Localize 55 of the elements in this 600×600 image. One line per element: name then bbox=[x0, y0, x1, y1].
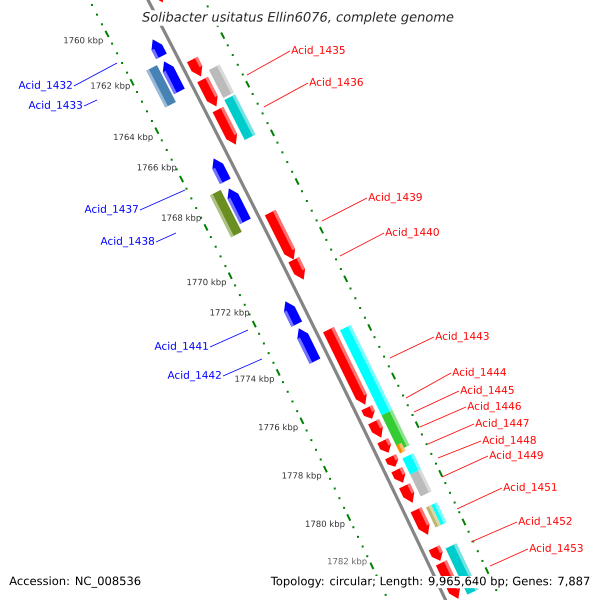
genome-summary: Topology: circular; Length: 9,965,640 bp; Genes: 7,887 bbox=[270, 576, 591, 588]
leader-line bbox=[414, 390, 460, 412]
leader-line bbox=[222, 358, 262, 376]
gene-label: Acid_1445 bbox=[460, 386, 514, 396]
gene-label: Acid_1443 bbox=[435, 332, 489, 342]
gene-label: Acid_1438 bbox=[100, 236, 154, 248]
leader-line bbox=[74, 62, 118, 86]
leader-line bbox=[470, 522, 518, 542]
scale-label: 1760 kbp bbox=[64, 36, 103, 46]
gene-label: Acid_1451 bbox=[503, 482, 557, 494]
gene-label: Acid_1440 bbox=[385, 228, 439, 238]
scale-label: 1774 kbp bbox=[235, 375, 274, 384]
gene-label: Acid_1436 bbox=[309, 78, 363, 88]
leader-line bbox=[140, 190, 186, 210]
leader-line bbox=[406, 372, 452, 398]
scale-label: 1778 kbp bbox=[282, 472, 322, 480]
leader-line bbox=[390, 336, 434, 358]
gene-label: Acid_1448 bbox=[482, 436, 536, 446]
gene-label: Acid_1453 bbox=[529, 544, 583, 554]
leader-line bbox=[84, 100, 98, 106]
scale-label: 1766 kbp bbox=[138, 164, 176, 172]
leader-line bbox=[322, 198, 368, 222]
gene-label: Acid_1452 bbox=[518, 516, 572, 528]
gene-label: Acid_1449 bbox=[489, 450, 543, 462]
leader-line bbox=[340, 232, 384, 256]
scale-label: 1780 kbp bbox=[306, 520, 345, 529]
title: Solibacter usitatus Ellin6076, complete genome bbox=[140, 10, 456, 26]
gene-label: Acid_1435 bbox=[291, 46, 345, 56]
accession-note: Accession: NC_008536 bbox=[9, 576, 140, 588]
gene-label: Acid_1441 bbox=[154, 342, 208, 352]
leader-line bbox=[246, 50, 290, 76]
scale-label: 1782 kbp bbox=[328, 558, 367, 566]
leader-line bbox=[490, 548, 528, 566]
gene-label: Acid_1447 bbox=[475, 418, 529, 430]
scale-label: 1762 kbp bbox=[91, 82, 130, 90]
gene-label: Acid_1444 bbox=[452, 368, 506, 378]
gene-label: Acid_1432 bbox=[18, 80, 72, 92]
leader-line bbox=[210, 330, 248, 348]
gene-label: Acid_1437 bbox=[84, 204, 138, 216]
scale-label: 1770 kbp bbox=[187, 278, 226, 287]
leader-line bbox=[264, 82, 308, 108]
leader-line bbox=[420, 406, 466, 428]
scale-label: 1768 kbp bbox=[162, 214, 201, 222]
gene-label: Acid_1442 bbox=[168, 370, 221, 382]
leader-line bbox=[428, 424, 474, 444]
gene-label: Acid_1446 bbox=[467, 402, 521, 412]
leader-line bbox=[156, 232, 176, 242]
leader-line bbox=[442, 456, 488, 478]
leader-line bbox=[438, 440, 482, 458]
scale-label: 1764 kbp bbox=[114, 134, 153, 142]
gene-label: Acid_1439 bbox=[368, 192, 422, 204]
scale-label: 1776 kbp bbox=[259, 424, 298, 432]
leader-line bbox=[456, 488, 502, 510]
gene-label: Acid_1433 bbox=[28, 100, 82, 112]
scale-label: 1772 kbp bbox=[210, 309, 250, 318]
